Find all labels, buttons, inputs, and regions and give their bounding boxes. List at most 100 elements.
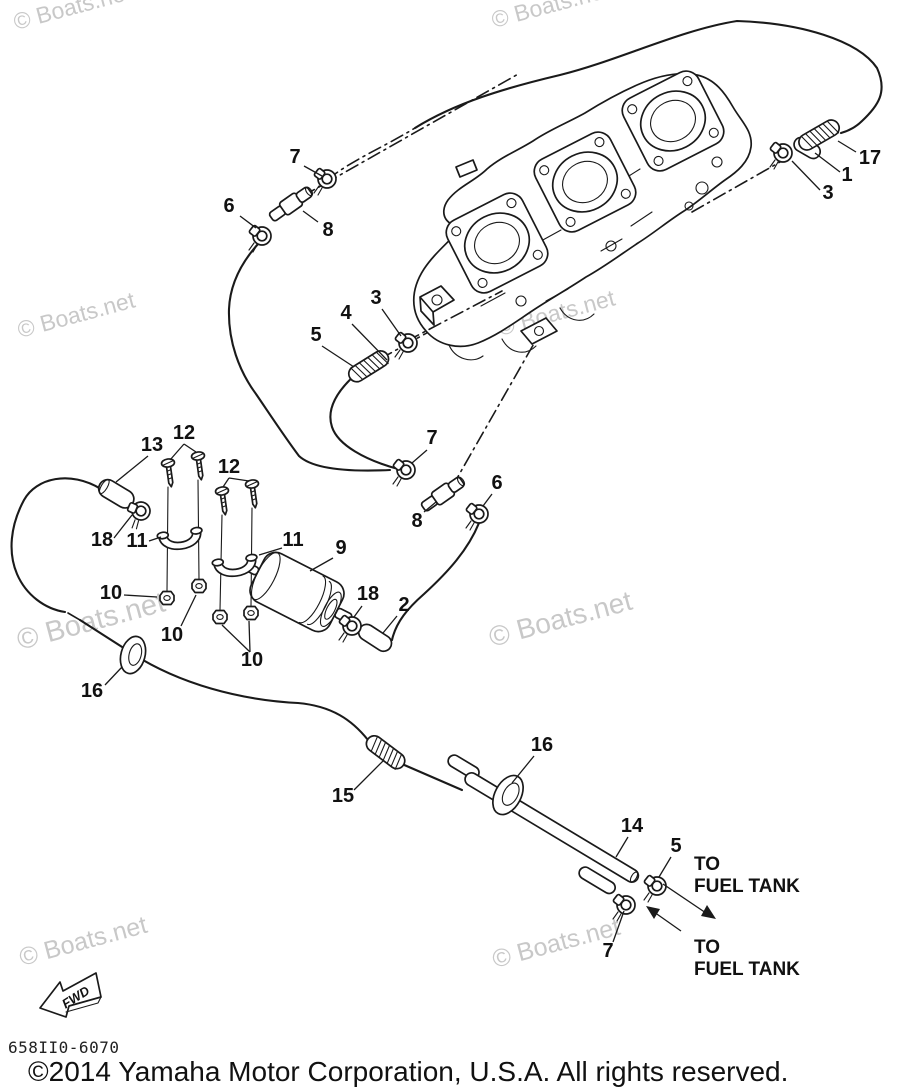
watermark: © Boats.net [489,0,613,33]
nut-10 [243,605,259,621]
callout-9: 9 [335,537,346,559]
carburetor-venturi [621,70,725,172]
hose-clamp-7 [312,166,337,196]
callout-leader [113,514,133,539]
watermark: © Boats.net [486,585,636,653]
watermark: © Boats.net [16,911,150,972]
callout-leader [123,594,158,598]
callout-leader [321,345,355,368]
callout-leader [482,493,493,507]
diagram-line-art: FWD [10,19,883,1018]
callout-leader [228,477,250,482]
callout-5: 5 [310,324,321,346]
callout-10: 10 [241,649,263,671]
callout-leader [169,443,185,461]
callout-1: 1 [841,164,852,186]
grommet-16 [119,635,147,675]
callout-leader [221,624,251,653]
callout-6: 6 [223,195,234,217]
callout-leader [382,615,398,634]
fuel-hose-4 [329,372,400,471]
callout-2: 2 [398,594,409,616]
callout-leader [381,308,402,337]
fuel-hose-lower-loop [67,612,81,621]
fuel-joint-8 [418,472,469,515]
callout-leader [222,477,230,488]
callout-3: 3 [822,182,833,204]
callout-leader [309,557,334,572]
callout-13: 13 [141,434,163,456]
copyright-text: ©2014 Yamaha Motor Corporation, U.S.A. A… [28,1056,788,1087]
callout-leader [183,443,197,453]
callout-11: 11 [282,529,303,551]
fuel-pipe-lower [578,866,616,895]
fuel-hose-left-run [227,242,392,472]
callout-leader [248,620,251,653]
fuel-hose-bottom-run [78,618,370,742]
axis-line [691,161,781,213]
fuel-hose-top-loop [413,19,883,135]
callout-leader [115,455,149,483]
callout-leader [615,836,629,858]
nut-10 [212,609,228,625]
axis-line [406,290,503,342]
hose-clamp-5 [642,873,667,903]
callout-8: 8 [322,219,333,241]
callout-14: 14 [621,815,644,837]
callout-7: 7 [602,940,613,962]
screw-12 [160,457,179,489]
fuel-hose-to-filter [390,521,481,642]
callout-15: 15 [332,785,354,807]
callout-leader [658,856,672,878]
fuel-hose-bottom-run [400,762,464,792]
watermark: © Boats.net [15,286,139,342]
callout-leader [791,160,821,191]
callout-10: 10 [100,582,122,604]
callout-leader [104,666,123,686]
carburetor-assembly [413,70,752,361]
nut-10 [191,578,207,594]
screw-12 [214,485,233,517]
hose-clamp-3 [393,330,418,360]
fuel-tank-arrow [662,883,716,919]
axis-line [451,332,541,488]
spring-15 [362,731,409,773]
axis-line [302,72,521,197]
fuel-tank-arrow [646,906,682,932]
callout-leader [814,152,841,173]
watermark: © Boats.net [11,0,135,35]
callout-11: 11 [126,530,147,552]
callout-10: 10 [161,624,183,646]
callout-leader [353,759,385,791]
callout-3: 3 [370,287,381,309]
hose-clamp-7 [391,457,416,487]
callout-12: 12 [218,456,240,478]
carburetor-venturi [445,192,549,294]
fuel-joint-8 [266,182,317,225]
callout-leader [303,165,323,177]
screw-12 [190,450,209,482]
callout-leader [302,210,319,223]
nut-10 [159,590,175,606]
callout-leader [837,140,857,153]
hose-clamp-18 [337,613,362,643]
callout-leader [258,547,283,556]
carburetor-venturi [533,131,637,233]
fuel-hose-top-loop [326,127,416,181]
hose-clamp-3 [768,140,793,170]
part-code: 658II0-6070 [8,1038,119,1057]
callout-leader [148,536,162,542]
fwd-arrow: FWD [39,972,102,1018]
callout-8: 8 [411,510,422,532]
callout-leader [612,910,625,943]
grommet-16 [492,774,524,816]
callout-leader [180,594,197,627]
hose-clamp-6 [247,223,272,253]
callout-5: 5 [670,835,681,857]
